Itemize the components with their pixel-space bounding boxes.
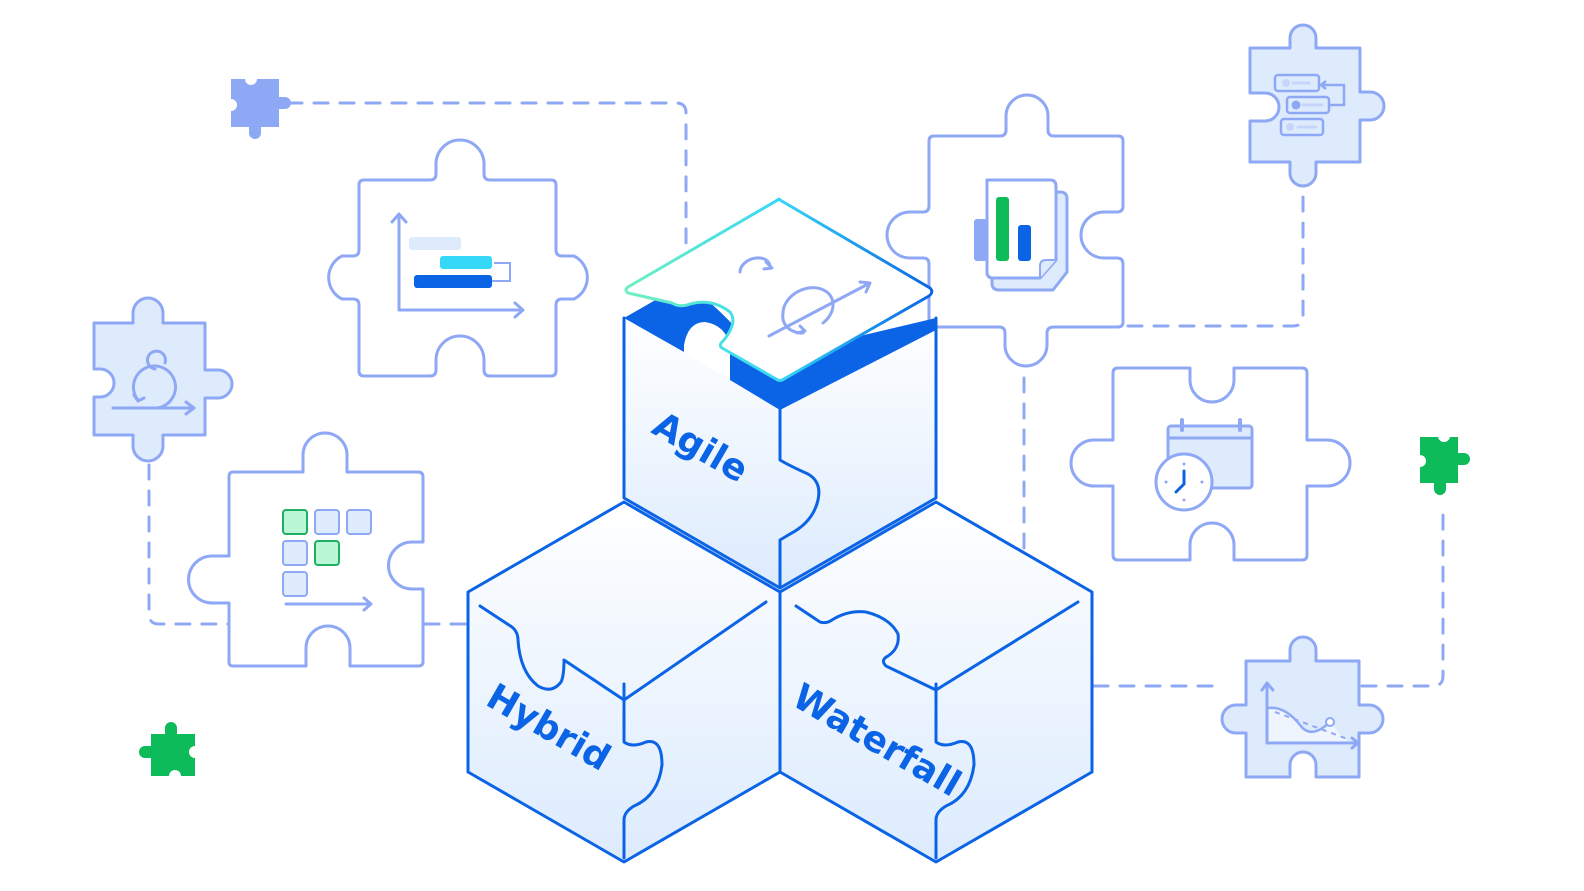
connector-lines xyxy=(147,101,1445,688)
iteration-loop-icon xyxy=(738,256,872,338)
connector-small-blue-to-agile xyxy=(286,101,688,252)
small-green-puzzle-icon xyxy=(139,722,195,776)
cube-hybrid: Hybrid xyxy=(466,500,782,864)
cube-agile: Agile xyxy=(622,197,938,590)
puzzle-piece-workflow xyxy=(1248,23,1386,188)
cube-waterfall: Waterfall xyxy=(778,500,1094,864)
bar-chart-document-icon xyxy=(974,178,1069,292)
calendar-clock-icon xyxy=(1154,418,1254,512)
puzzle-piece-iteration xyxy=(92,296,234,463)
iteration-loop-icon xyxy=(111,349,196,416)
burndown-chart-icon xyxy=(1260,681,1360,750)
gantt-chart-icon xyxy=(390,212,525,319)
workflow-cards-icon xyxy=(1273,73,1346,137)
connector-burndown-to-green xyxy=(1360,503,1445,688)
cube-waterfall-outline xyxy=(778,500,1094,864)
small-green-puzzle-icon xyxy=(1420,436,1470,495)
connector-iteration-to-kanban xyxy=(147,463,232,626)
puzzle-piece-gantt xyxy=(327,138,589,378)
puzzle-piece-report xyxy=(885,93,1125,368)
cube-agile-lid xyxy=(624,197,934,382)
connector-report-to-workflow xyxy=(1126,193,1305,328)
puzzle-piece-burndown xyxy=(1220,635,1385,779)
puzzle-piece-kanban xyxy=(187,431,425,668)
puzzle-piece-schedule xyxy=(1069,366,1352,562)
small-blue-puzzle-icon xyxy=(231,79,291,139)
task-grid-icon xyxy=(282,509,373,612)
